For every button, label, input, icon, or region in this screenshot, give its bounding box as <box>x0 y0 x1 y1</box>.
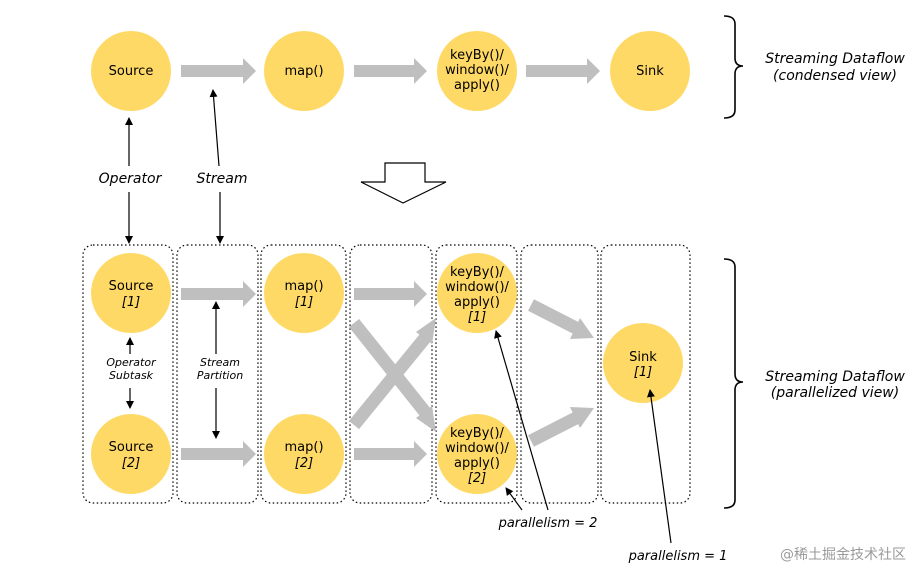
stream-partition-arrow <box>181 281 256 307</box>
stream-box-1 <box>176 244 259 504</box>
source-node <box>91 31 171 111</box>
sink-node <box>610 31 690 111</box>
stream-partition-label-line1: Stream <box>200 356 240 369</box>
stream-partition-label-line2: Partition <box>197 369 243 382</box>
operator-subtask-label-line1: Operator <box>106 356 157 369</box>
map-subtask-2-index: [2] <box>295 456 313 471</box>
keyby-window-apply-node <box>437 31 517 111</box>
transform-down-arrow <box>360 162 447 204</box>
parallelized-caption-title: Streaming Dataflow <box>765 369 905 385</box>
map-subtask-1-label: map() <box>284 279 323 294</box>
stream-arrow <box>354 58 427 84</box>
keyby-operator-box <box>435 244 518 504</box>
source-subtask-2-node <box>91 414 171 494</box>
sink-subtask-1-label: Sink <box>629 350 657 365</box>
keyby-subtask-2-index: [2] <box>468 471 486 486</box>
condensed-caption-title: Streaming Dataflow <box>765 51 905 67</box>
map-node <box>264 31 344 111</box>
stream-label: Stream <box>197 171 248 187</box>
sink-subtask-1-index: [1] <box>634 365 652 380</box>
map-subtask-1-node <box>264 253 344 333</box>
sink-operator-box <box>600 244 691 504</box>
sink-label: Sink <box>636 64 664 79</box>
keyby-subtask-2-line3: apply() <box>454 456 500 471</box>
keyby-subtask-2-line1: keyBy()/ <box>450 426 505 441</box>
keyby-subtask-2-line2: window()/ <box>445 441 509 456</box>
stream-partition-arrow <box>181 441 256 467</box>
stream-partition-to-sink-2 <box>528 412 579 447</box>
map-subtask-2-label: map() <box>284 440 323 455</box>
map-subtask-2-node <box>264 414 344 494</box>
map-operator-box <box>260 244 347 504</box>
operator-subtask-label-line2: Subtask <box>109 369 154 382</box>
parallelism-2-pointer-2 <box>505 487 523 511</box>
stream-arrow <box>181 58 256 84</box>
source-operator-box <box>82 244 174 504</box>
window-label: window()/ <box>445 63 509 78</box>
condensed-caption-subtitle: (condensed view) <box>773 68 897 84</box>
source-subtask-1-node <box>91 253 171 333</box>
parallelized-caption-subtitle: (parallelized view) <box>771 385 899 401</box>
stream-partition-arrow <box>354 281 427 307</box>
source-subtask-1-label: Source <box>109 279 154 294</box>
stream-partition-to-sink-2-head <box>570 407 594 428</box>
keyby-subtask-1-index: [1] <box>468 310 486 325</box>
keyby-subtask-1-node <box>437 253 517 333</box>
watermark-text: @稀土掘金技术社区 <box>780 547 906 563</box>
source-label: Source <box>109 64 154 79</box>
source-subtask-2-label: Source <box>109 440 154 455</box>
map-label: map() <box>284 64 323 79</box>
stream-partition-arrow <box>354 441 427 467</box>
source-subtask-2-index: [2] <box>122 456 140 471</box>
stream-partition-to-sink-1 <box>528 299 579 334</box>
stream-box-3 <box>520 244 599 504</box>
parallelism-2-label: parallelism = 2 <box>498 516 598 531</box>
parallelism-1-pointer <box>646 389 672 544</box>
stream-partition-cross-up-head <box>416 318 436 344</box>
parallelism-2-pointer-1 <box>494 330 549 511</box>
stream-partition-cross-down-head <box>416 406 436 432</box>
keyby-subtask-1-line1: keyBy()/ <box>450 265 505 280</box>
stream-arrow-up <box>209 89 220 167</box>
stream-arrow <box>526 58 600 84</box>
keyby-subtask-2-node <box>437 414 517 494</box>
source-subtask-1-index: [1] <box>122 295 140 310</box>
parallelism-1-label: parallelism = 1 <box>628 549 728 564</box>
stream-box-2 <box>349 244 433 504</box>
parallelized-view-brace <box>723 258 744 509</box>
condensed-view-brace <box>723 15 744 119</box>
apply-label: apply() <box>454 78 500 93</box>
stream-partition-to-sink-1-head <box>570 318 594 339</box>
keyby-label: keyBy()/ <box>450 48 505 63</box>
sink-subtask-1-node <box>603 323 683 403</box>
keyby-subtask-1-line3: apply() <box>454 295 500 310</box>
keyby-subtask-1-line2: window()/ <box>445 280 509 295</box>
stream-partition-cross-down <box>348 318 431 417</box>
stream-partition-cross-up <box>348 333 431 430</box>
map-subtask-1-index: [1] <box>295 295 313 310</box>
operator-label: Operator <box>99 171 163 187</box>
